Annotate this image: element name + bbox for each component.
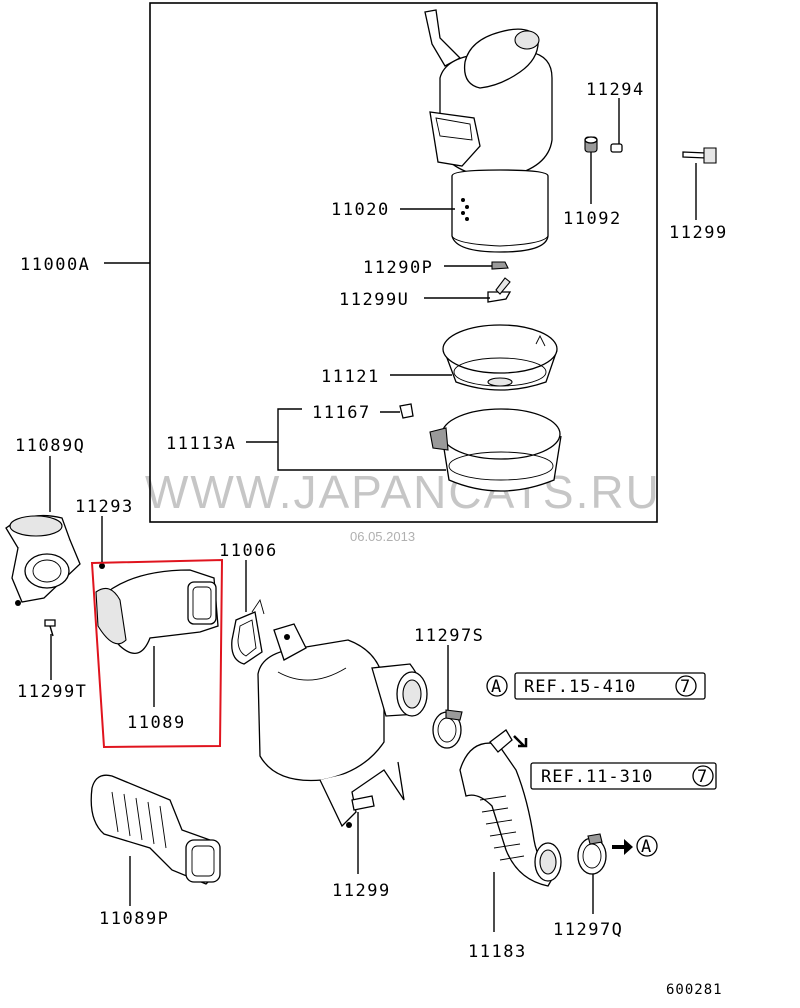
lower-case-11113A-part[interactable] (429, 408, 562, 492)
leader-lines (49, 98, 697, 932)
label-11183: 11183 (468, 942, 527, 962)
label-11121: 11121 (321, 367, 380, 387)
air-cleaner-cover-part[interactable] (424, 9, 553, 253)
bolt-11299U-part[interactable] (487, 277, 512, 303)
watermark-text: WWW.JAPANCATS.RU (145, 466, 661, 518)
resonator-11089Q-part[interactable] (5, 514, 81, 606)
hose-clamp-11297S-part[interactable] (432, 709, 463, 749)
hose-clamp-11297Q-part[interactable] (577, 833, 607, 875)
screw-11299T-part[interactable] (44, 619, 56, 637)
label-11299T: 11299T (17, 682, 87, 702)
label-11167: 11167 (312, 403, 371, 423)
label-11113A: 11113A (166, 434, 236, 454)
air-filter-element-11121-part[interactable] (442, 324, 558, 391)
clip-11167-part[interactable] (399, 403, 414, 419)
highlight-outline (90, 558, 224, 749)
ref-15-410-page: 7 (680, 677, 691, 697)
ref-marker-a: A (491, 677, 502, 697)
label-11299-bottom: 11299 (332, 881, 391, 901)
intake-hose-11183-part[interactable] (459, 729, 562, 887)
label-11089: 11089 (127, 713, 186, 733)
air-duct-11089-part[interactable] (95, 569, 219, 654)
grommet-11092-part[interactable] (584, 136, 598, 153)
label-11020: 11020 (331, 200, 390, 220)
label-11299-top: 11299 (669, 223, 728, 243)
resonator-hose-11089P-part[interactable] (90, 774, 221, 885)
clip-11293-part[interactable] (99, 563, 105, 569)
ref-11-310-text: REF.11-310 (541, 767, 653, 787)
label-11293: 11293 (75, 497, 134, 517)
clip-marks (461, 198, 469, 221)
diagram-code: 600281 (666, 982, 723, 998)
air-cleaner-body-part[interactable] (257, 623, 428, 828)
label-11297Q: 11297Q (553, 920, 623, 940)
label-11089P: 11089P (99, 909, 169, 929)
bolt-11299-bottom-part[interactable] (351, 795, 375, 811)
gasket-11006-part[interactable] (231, 598, 265, 665)
reference-11-310[interactable]: REF.11-310 7 (513, 735, 717, 790)
label-11006: 11006 (219, 541, 278, 561)
label-11297S: 11297S (414, 626, 484, 646)
bolt-11299-part[interactable] (682, 147, 717, 164)
label-11000A: 11000A (20, 255, 90, 275)
label-11290P: 11290P (363, 258, 433, 278)
date-stamp: 06.05.2013 (350, 529, 415, 544)
label-11092: 11092 (563, 209, 622, 229)
label-11089Q: 11089Q (15, 436, 85, 456)
ref-11-310-page: 7 (697, 767, 708, 787)
arrow-to-marker-a[interactable]: A (612, 835, 658, 857)
label-11294: 11294 (586, 80, 645, 100)
arrow-marker-a: A (641, 837, 652, 857)
reference-15-410[interactable]: A REF.15-410 7 (486, 672, 706, 700)
clip-11294-part[interactable] (610, 143, 623, 153)
nut-11290P-part[interactable] (491, 261, 509, 270)
label-11299U: 11299U (339, 290, 409, 310)
ref-15-410-text: REF.15-410 (524, 677, 636, 697)
